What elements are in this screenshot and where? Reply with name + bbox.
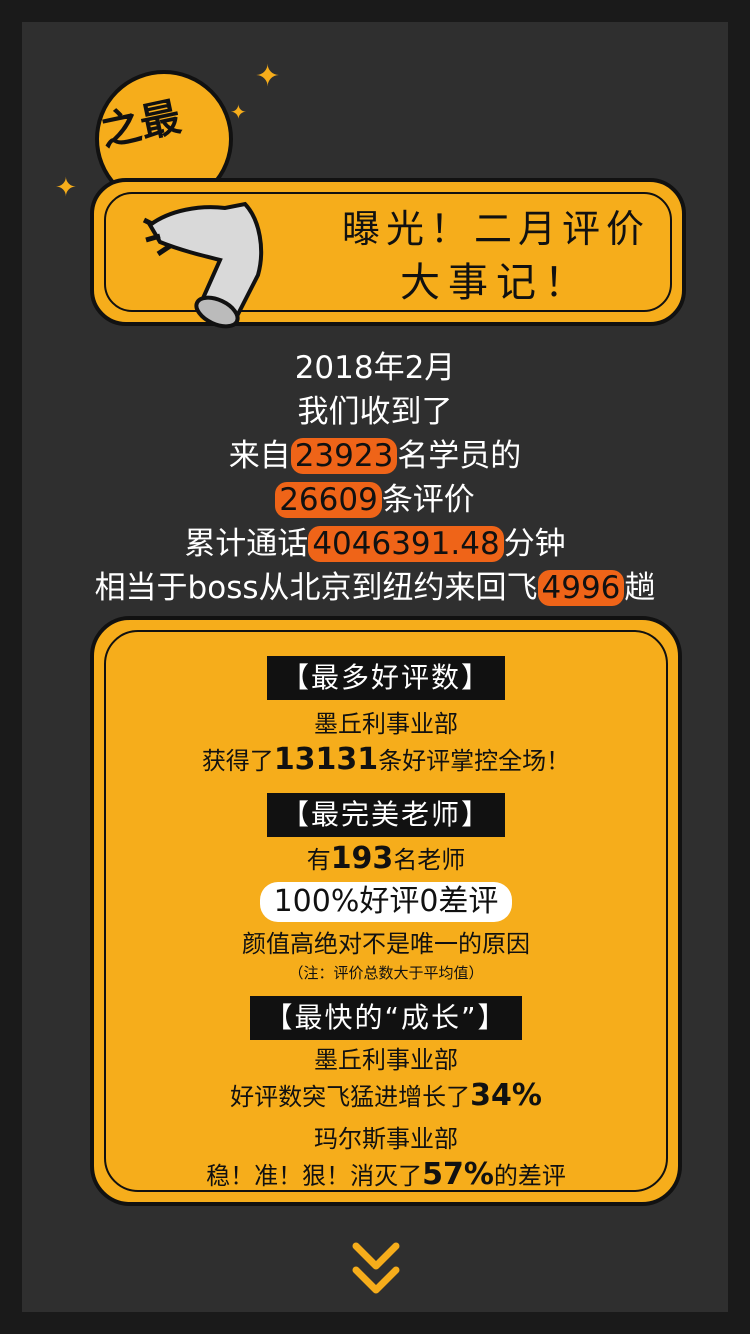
title-banner-outline: [104, 192, 672, 312]
s1-line-1: 墨丘利事业部: [314, 710, 458, 738]
s1-line-2: 获得了13131条好评掌控全场！: [90, 742, 682, 779]
scroll-down-icon[interactable]: [352, 1240, 400, 1300]
number: 13131: [273, 742, 379, 777]
text: 累计通话: [184, 526, 309, 562]
highlight-number: 4046391.48: [308, 526, 504, 562]
s3-line-4: 稳！准！狠！消灭了57%的差评: [90, 1157, 682, 1194]
text: 分钟: [503, 526, 566, 562]
number: 34%: [470, 1078, 542, 1113]
text: 名学员的: [397, 438, 522, 474]
section-tag-most-reviews: 【最多好评数】: [266, 656, 505, 700]
sparkle-icon: ✦: [55, 173, 77, 203]
awards-card-outline: [104, 630, 668, 1192]
text: 好评数突飞猛进增长了: [230, 1083, 471, 1111]
hand-icon: [142, 201, 264, 329]
s2-line-3: 颜值高绝对不是唯一的原因: [242, 930, 530, 958]
text: 有: [306, 846, 331, 874]
highlight-number: 4996: [537, 570, 625, 606]
text: 的差评: [493, 1162, 566, 1190]
section-tag-fastest-growth: 【最快的“成长”】: [250, 996, 522, 1040]
stats-line-2: 我们收到了: [297, 394, 453, 430]
stats-date: 2018年2月: [294, 350, 456, 386]
highlight-number: 26609: [275, 482, 382, 518]
text: 条评价: [381, 482, 475, 518]
text: 名老师: [393, 846, 466, 874]
sparkle-icon: ✦: [230, 100, 247, 124]
s2-line-1: 有193名老师: [90, 841, 682, 878]
text: 趟: [624, 570, 656, 606]
text: 获得了: [201, 747, 274, 775]
text: 来自: [228, 438, 291, 474]
text: 条好评掌控全场！: [378, 747, 571, 775]
s2-note: （注：评价总数大于平均值）: [288, 964, 484, 982]
sparkle-icon: ✦: [255, 59, 281, 94]
s3-line-1: 墨丘利事业部: [314, 1046, 458, 1074]
title-line-1: 曝光！二月评价: [342, 207, 651, 251]
number: 57%: [422, 1157, 494, 1192]
awards-content: 【最多好评数】 墨丘利事业部 获得了13131条好评掌控全场！ 【最完美老师】 …: [90, 616, 682, 1194]
number: 193: [330, 841, 394, 876]
highlight-number: 23923: [290, 438, 398, 474]
title-line-2: 大事记！: [400, 260, 592, 306]
text: 相当于boss从北京到纽约来回飞: [94, 570, 538, 606]
section-tag-best-teacher: 【最完美老师】: [266, 793, 505, 837]
rating-pill: 100%好评0差评: [259, 882, 513, 922]
s3-line-3: 玛尔斯事业部: [314, 1125, 458, 1153]
text: 稳！准！狠！消灭了: [206, 1162, 423, 1190]
s3-line-2: 好评数突飞猛进增长了34%: [90, 1078, 682, 1115]
